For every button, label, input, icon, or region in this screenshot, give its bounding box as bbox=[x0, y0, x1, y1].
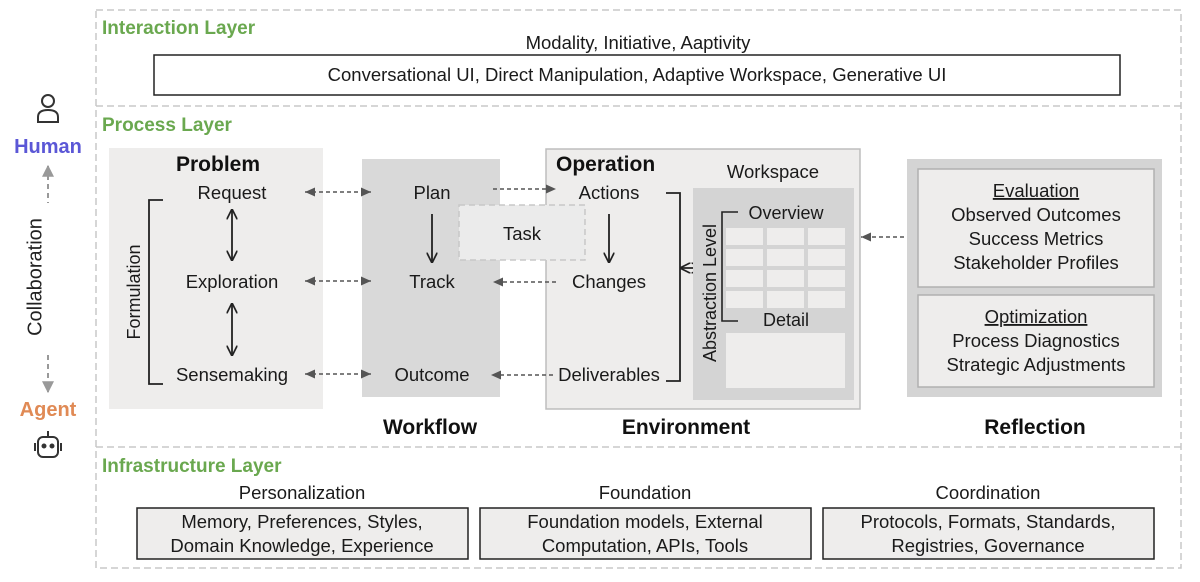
human-label: Human bbox=[14, 136, 82, 158]
coordination-box bbox=[822, 507, 1155, 560]
workflow-outcome: Outcome bbox=[394, 364, 469, 385]
abstraction-level-label: Abstraction Level bbox=[700, 224, 720, 362]
infrastructure-layer: Infrastructure Layer Personalization Mem… bbox=[102, 456, 1155, 560]
coordination-line: Protocols, Formats, Standards, bbox=[861, 511, 1116, 532]
workflow-label: Workflow bbox=[383, 416, 478, 439]
workflow-track: Track bbox=[409, 271, 455, 292]
abstraction-bracket bbox=[721, 211, 738, 322]
task-box: Task bbox=[458, 204, 586, 261]
personalization-line: Domain Knowledge, Experience bbox=[170, 535, 433, 556]
task-label: Task bbox=[503, 223, 542, 244]
formulation-bracket bbox=[148, 199, 163, 385]
interaction-box-text: Conversational UI, Direct Manipulation, … bbox=[328, 64, 947, 85]
optimization-item: Process Diagnostics bbox=[952, 330, 1120, 351]
operation-actions: Actions bbox=[579, 182, 640, 203]
foundation-line: Foundation models, External bbox=[527, 511, 763, 532]
collaboration-axis: Human Collaboration Agent bbox=[14, 94, 82, 458]
interaction-box bbox=[153, 54, 1121, 96]
workflow-panel: Plan Track Outcome bbox=[362, 159, 500, 397]
personalization-title: Personalization bbox=[239, 482, 366, 503]
optimization-box bbox=[917, 294, 1155, 388]
operation-deliverables: Deliverables bbox=[558, 364, 660, 385]
process-layer-title: Process Layer bbox=[102, 115, 233, 136]
coordination-title: Coordination bbox=[936, 482, 1041, 503]
workspace-panel: Workspace Abstraction Level Overview Det… bbox=[693, 161, 854, 400]
optimization-item: Strategic Adjustments bbox=[947, 354, 1126, 375]
workflow-plan: Plan bbox=[413, 182, 450, 203]
evaluation-item: Stakeholder Profiles bbox=[953, 252, 1119, 273]
operation-bracket bbox=[666, 192, 681, 382]
task-box-bg bbox=[458, 204, 586, 261]
overview-grid bbox=[726, 228, 845, 308]
overview-label: Overview bbox=[748, 203, 824, 223]
personalization-column: Personalization Memory, Preferences, Sty… bbox=[136, 482, 469, 560]
personalization-box bbox=[136, 507, 469, 560]
agent-label: Agent bbox=[20, 399, 77, 421]
robot-icon bbox=[34, 431, 62, 458]
operation-changes: Changes bbox=[572, 271, 646, 292]
infrastructure-layer-title: Infrastructure Layer bbox=[102, 456, 282, 477]
problem-sensemaking: Sensemaking bbox=[176, 364, 288, 385]
evaluation-item: Success Metrics bbox=[969, 228, 1104, 249]
detail-box bbox=[726, 333, 845, 388]
evaluation-box bbox=[917, 168, 1155, 288]
operation-panel: Operation Actions Changes Deliverables W… bbox=[545, 148, 861, 410]
axis-label-bg bbox=[18, 203, 54, 353]
foundation-column: Foundation Foundation models, External C… bbox=[479, 482, 812, 560]
formulation-label: Formulation bbox=[124, 244, 144, 339]
optimization-title: Optimization bbox=[985, 306, 1088, 327]
evaluation-item: Observed Outcomes bbox=[951, 204, 1121, 225]
detail-label: Detail bbox=[763, 310, 809, 330]
problem-title: Problem bbox=[176, 153, 260, 176]
coordination-line: Registries, Governance bbox=[891, 535, 1084, 556]
interaction-layer: Interaction Layer Modality, Initiative, … bbox=[102, 18, 1121, 96]
workspace-label: Workspace bbox=[727, 161, 819, 182]
problem-panel-bg bbox=[109, 148, 323, 409]
problem-panel: Problem Formulation Request Exploration … bbox=[109, 148, 323, 409]
interaction-subtitle: Modality, Initiative, Aaptivity bbox=[526, 32, 752, 53]
foundation-box bbox=[479, 507, 812, 560]
problem-exploration: Exploration bbox=[186, 271, 279, 292]
environment-label: Environment bbox=[622, 416, 750, 439]
process-layer: Process Layer Problem Formulation Reques… bbox=[102, 115, 1162, 439]
collaboration-label: Collaboration bbox=[24, 218, 46, 336]
workflow-panel-bg bbox=[362, 159, 500, 397]
user-icon bbox=[37, 94, 59, 123]
foundation-line: Computation, APIs, Tools bbox=[542, 535, 748, 556]
coordination-column: Coordination Protocols, Formats, Standar… bbox=[822, 482, 1155, 560]
operation-title: Operation bbox=[556, 153, 655, 176]
interaction-layer-title: Interaction Layer bbox=[102, 18, 256, 39]
foundation-title: Foundation bbox=[599, 482, 692, 503]
evaluation-title: Evaluation bbox=[993, 180, 1079, 201]
personalization-line: Memory, Preferences, Styles, bbox=[181, 511, 422, 532]
reflection-panel: Evaluation Observed Outcomes Success Met… bbox=[907, 159, 1162, 397]
reflection-label: Reflection bbox=[984, 416, 1086, 439]
problem-request: Request bbox=[198, 182, 267, 203]
layers-frame bbox=[95, 9, 1182, 569]
